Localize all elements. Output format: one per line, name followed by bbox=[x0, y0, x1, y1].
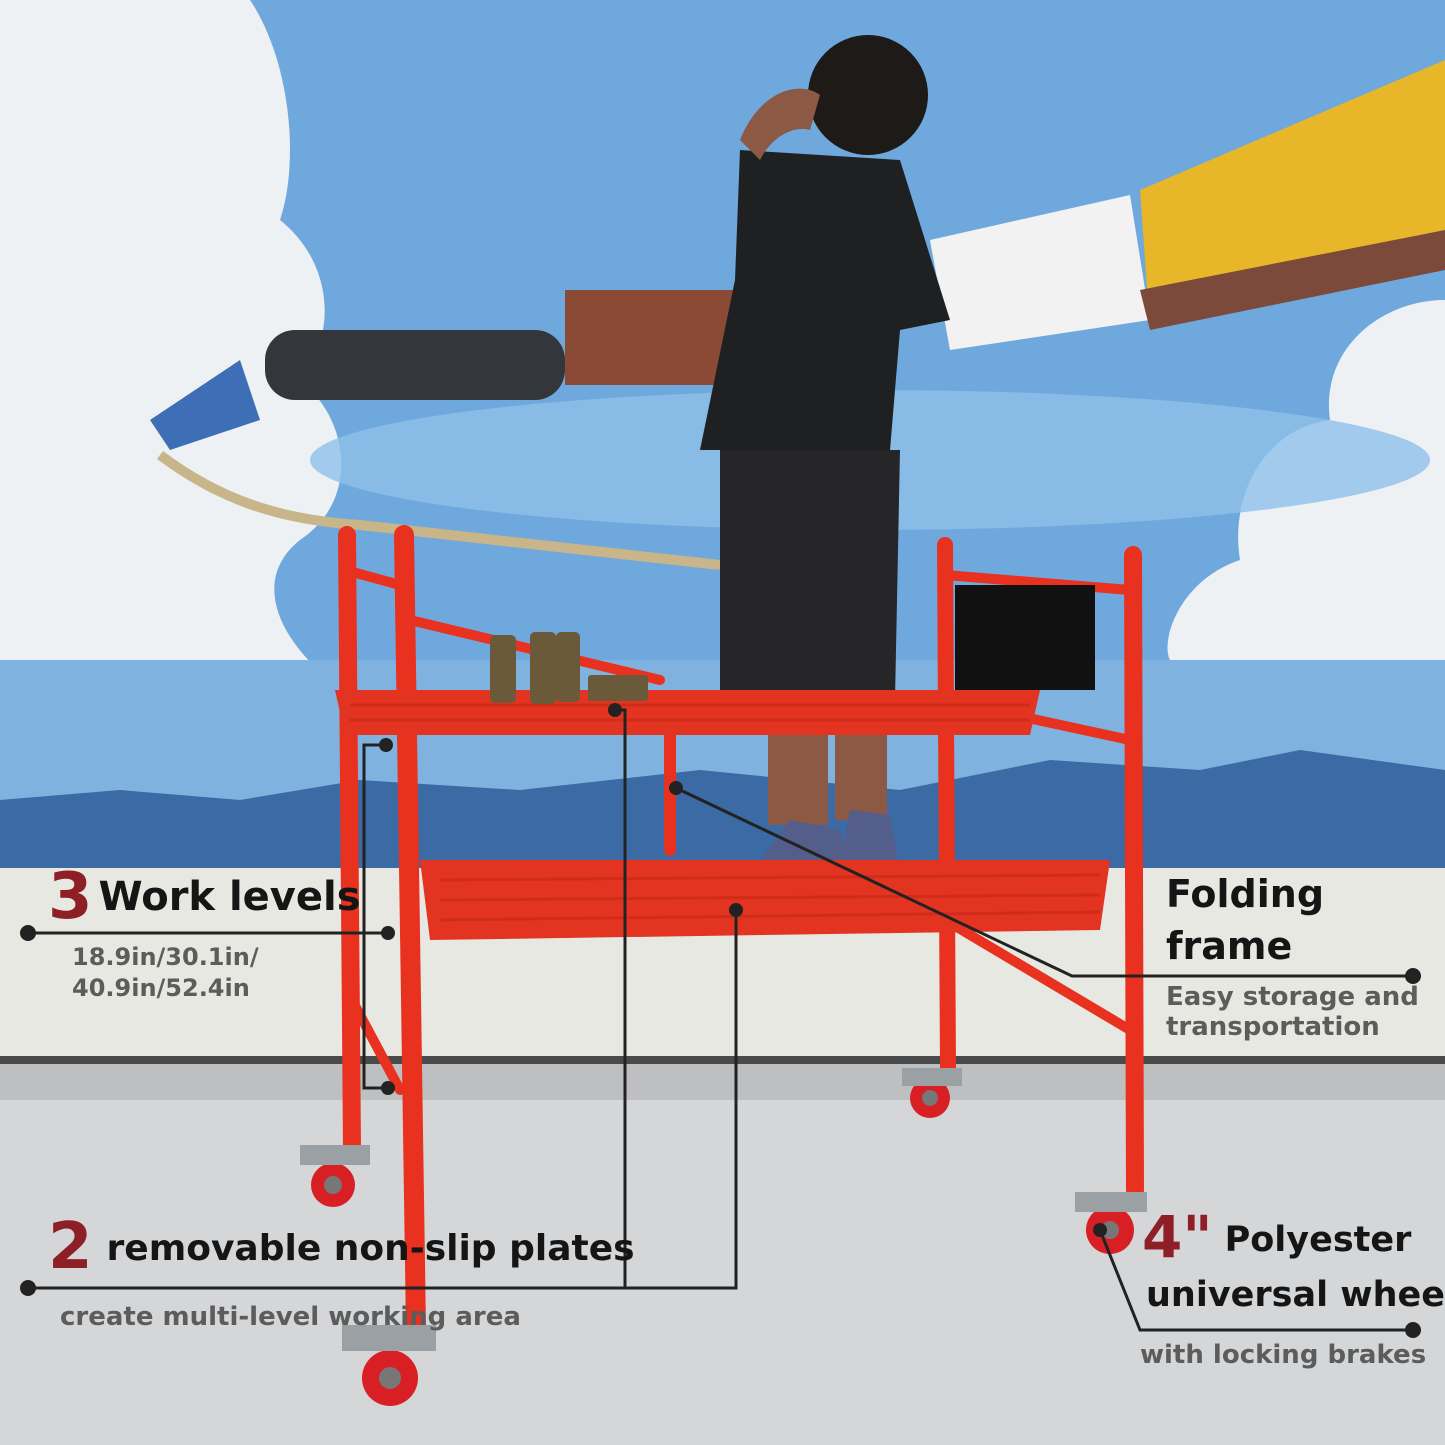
tool-bag bbox=[955, 585, 1095, 690]
wall-edge bbox=[0, 1056, 1445, 1064]
callout-plates: 2 removable non-slip plates create multi-… bbox=[48, 1210, 635, 1332]
caster-wheel-icon bbox=[300, 1068, 1147, 1406]
plates-title: removable non-slip plates bbox=[106, 1228, 635, 1269]
curb bbox=[0, 1064, 1445, 1104]
train-icon bbox=[150, 60, 1445, 570]
plates-subtitle: create multi-level working area bbox=[60, 1302, 521, 1332]
work-levels-title: Work levels bbox=[98, 874, 361, 920]
wheel-size: 4" bbox=[1142, 1203, 1213, 1271]
callout-dots bbox=[20, 703, 1421, 1338]
folding-subtitle: Easy storage and transportation bbox=[1166, 982, 1419, 1042]
platform-slats bbox=[350, 703, 1101, 922]
upper-platform bbox=[335, 690, 1040, 735]
spray-can-icon bbox=[490, 632, 648, 704]
person-figure bbox=[700, 35, 950, 875]
work-levels-heights: 18.9in/30.1in/ 40.9in/52.4in bbox=[72, 943, 259, 1002]
wheel-title-line2: universal wheel bbox=[1146, 1275, 1445, 1315]
folding-title: Folding frame bbox=[1166, 872, 1325, 968]
callout-leaders bbox=[28, 708, 1413, 1332]
plates-number: 2 bbox=[48, 1210, 93, 1284]
wheel-title-line1: Polyester bbox=[1224, 1220, 1412, 1260]
cloud-left bbox=[0, 0, 342, 700]
floor bbox=[0, 1100, 1445, 1445]
callout-folding-frame: Folding frame Easy storage and transport… bbox=[1166, 868, 1419, 1042]
callout-wheel: 4" Polyester universal wheel with locking… bbox=[1140, 1203, 1445, 1370]
wheel-subtitle: with locking brakes bbox=[1140, 1340, 1427, 1370]
scaffold-icon bbox=[338, 525, 1144, 1340]
work-levels-number: 3 bbox=[48, 860, 93, 934]
